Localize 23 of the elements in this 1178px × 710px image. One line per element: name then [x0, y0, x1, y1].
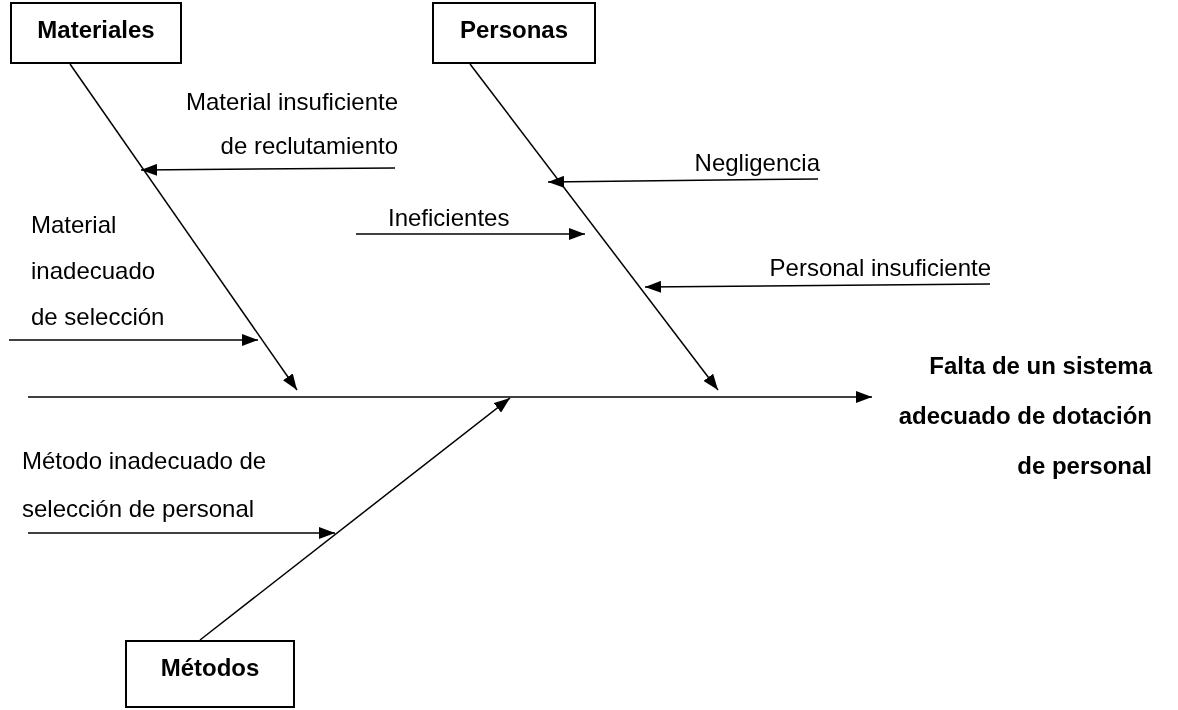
arrow — [547, 175, 819, 188]
arrow — [644, 280, 991, 293]
arrow — [355, 228, 586, 240]
cause-label: Material inadecuado de selección — [31, 210, 166, 332]
category-label: Personas — [459, 16, 569, 44]
cause-label: Personal insuficiente — [769, 253, 991, 283]
cause-label: Ineficientes — [388, 203, 510, 233]
arrow — [69, 63, 298, 391]
category-label: Materiales — [37, 16, 155, 44]
category-box — [10, 2, 182, 64]
arrow — [27, 391, 873, 403]
category-box — [432, 2, 596, 64]
effect-label: Falta de un sistema adecuado de dotación de personal — [897, 351, 1152, 481]
arrow — [140, 163, 396, 176]
arrow — [199, 397, 511, 641]
cause-label: Negligencia — [694, 148, 820, 178]
category-box — [125, 640, 295, 708]
category-label: Métodos — [160, 654, 260, 682]
arrow — [8, 334, 259, 346]
cause-label: Método inadecuado de selección de personal — [22, 446, 268, 524]
arrow — [27, 527, 336, 539]
arrow — [469, 63, 719, 391]
cause-label: Material insuficiente de reclutamiento — [184, 87, 398, 161]
